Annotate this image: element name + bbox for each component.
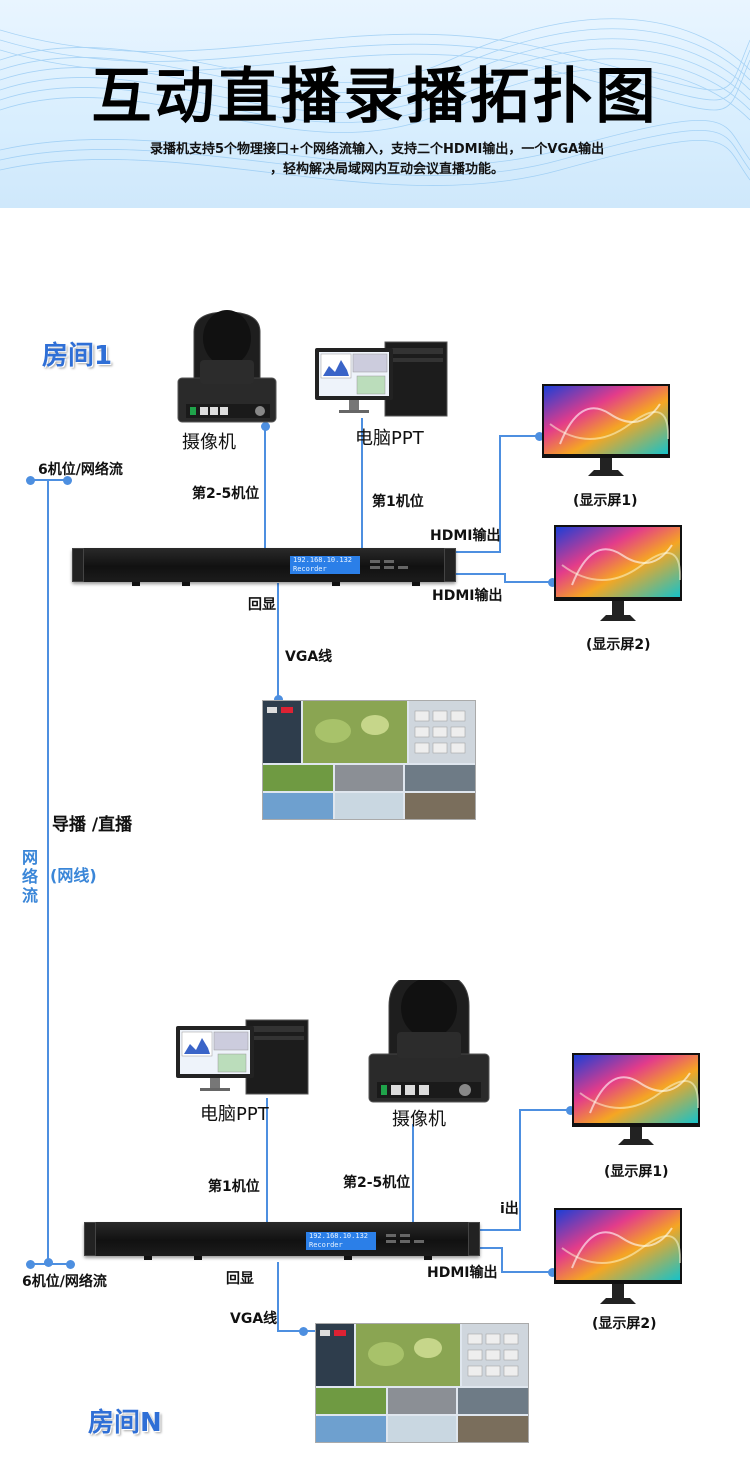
roomN-monitor-1-label: (显示屏1) <box>604 1164 669 1180</box>
line-room1-hdmi1 <box>455 435 540 553</box>
roomN-pc-input-label: 第1机位 <box>208 1179 260 1195</box>
header-banner: 互动直播录播拓扑图 录播机支持5个物理接口+个网络流输入，支持二个HDMI输出，… <box>0 0 750 208</box>
room1-label: 房间1 <box>42 341 113 371</box>
multiview-screen-icon <box>263 701 475 819</box>
subtitle-line-1: 录播机支持5个物理接口+个网络流输入，支持二个HDMI输出，一个VGA输出 <box>150 142 605 157</box>
room1-pc-label: 电脑PPT <box>355 428 424 449</box>
roomN-ptz-camera <box>365 980 493 1104</box>
roomN-recorder: 192.168.10.132 Recorder <box>84 1222 480 1260</box>
room1-pc-input-label: 第1机位 <box>372 494 424 510</box>
room1-monitor2-dot <box>548 578 557 587</box>
subtitle-line-2: ，轻构解决局域网内互动会议直播功能。 <box>270 162 505 177</box>
roomN-pc-label: 电脑PPT <box>200 1104 269 1125</box>
monitor-icon <box>572 1053 700 1145</box>
room1-monitor-2-label: (显示屏2) <box>586 637 651 653</box>
network-cable-label: (网线) <box>50 866 97 885</box>
roomN-camera-label: 摄像机 <box>392 1109 446 1130</box>
room1-recorder: 192.168.10.132 Recorder <box>72 548 456 586</box>
camera-icon <box>368 980 490 1103</box>
room1-hdmi-label-1: HDMI输出 <box>430 528 501 544</box>
room1-vga-dot <box>274 695 283 704</box>
button-panel-icon <box>370 560 408 569</box>
room1-monitor-1-label: (显示屏1) <box>573 493 638 509</box>
roomN-hdmi-label-2: HDMI输出 <box>427 1265 498 1281</box>
room1-monitor-2 <box>552 525 682 625</box>
roomN-cam-input-label: 第2-5机位 <box>343 1175 411 1191</box>
room1-camera-label: 摄像机 <box>182 432 236 453</box>
roomN-stream-label: 6机位/网络流 <box>22 1274 107 1290</box>
network-stream-vertical-label: 网络流 <box>21 848 38 905</box>
room1-recorder-lcd: 192.168.10.132 Recorder <box>290 556 360 574</box>
stream-dot-bottom-left <box>26 1260 35 1269</box>
roomN-pc <box>174 1018 314 1098</box>
roomN-recorder-lcd: 192.168.10.132 Recorder <box>306 1232 376 1250</box>
line-room1-hdmi2 <box>455 573 555 583</box>
room1-monitor-1 <box>540 384 670 484</box>
room1-hdmi-label-2: HDMI输出 <box>432 588 503 604</box>
room1-playback-screen <box>262 700 476 820</box>
room1-vga-label: VGA线 <box>285 649 333 665</box>
stream-dot-bottom-right <box>66 1260 75 1269</box>
roomN-vga-dot <box>299 1327 308 1336</box>
room1-playback-label: 回显 <box>248 597 276 613</box>
roomN-monitor-2-label: (显示屏2) <box>592 1316 657 1332</box>
roomN-playback-screen <box>315 1323 529 1443</box>
room1-pc <box>313 340 453 420</box>
room1-camera-dot <box>261 422 270 431</box>
page-title: 互动直播录播拓扑图 <box>91 62 659 132</box>
monitor-icon <box>542 384 670 476</box>
roomN-monitor2-dot <box>548 1268 557 1277</box>
roomN-label: 房间N <box>88 1408 162 1438</box>
roomN-monitor-1 <box>570 1053 700 1153</box>
line-roomN-hdmi1 <box>480 1109 570 1231</box>
multiview-screen-icon <box>316 1324 528 1442</box>
roomN-hdmi-label-1: i出 <box>500 1201 519 1217</box>
roomN-monitor-2 <box>552 1208 682 1308</box>
room1-stream-label: 6机位/网络流 <box>38 462 123 478</box>
wave-pattern-decoration <box>0 18 750 186</box>
monitor-icon <box>554 1208 682 1304</box>
camera-icon <box>177 310 277 423</box>
line-network-stream <box>30 479 49 1265</box>
roomN-vga-label: VGA线 <box>230 1311 278 1327</box>
button-panel-icon <box>386 1234 424 1243</box>
room1-monitor1-dot <box>535 432 544 441</box>
line-roomN-vga <box>277 1262 315 1332</box>
desktop-computer-icon <box>315 341 448 417</box>
monitor-icon <box>554 525 682 621</box>
desktop-computer-icon <box>176 1019 309 1095</box>
director-live-label: 导播 /直播 <box>52 815 133 835</box>
stream-dot-mid <box>44 1258 53 1267</box>
page-subtitle: 录播机支持5个物理接口+个网络流输入，支持二个HDMI输出，一个VGA输出 ，轻… <box>150 140 670 180</box>
room1-ptz-camera <box>172 304 282 424</box>
roomN-monitor1-dot <box>566 1106 575 1115</box>
stream-dot-top-right <box>63 476 72 485</box>
room1-cam-input-label: 第2-5机位 <box>192 486 260 502</box>
roomN-playback-label: 回显 <box>226 1271 254 1287</box>
stream-dot-top-left <box>26 476 35 485</box>
